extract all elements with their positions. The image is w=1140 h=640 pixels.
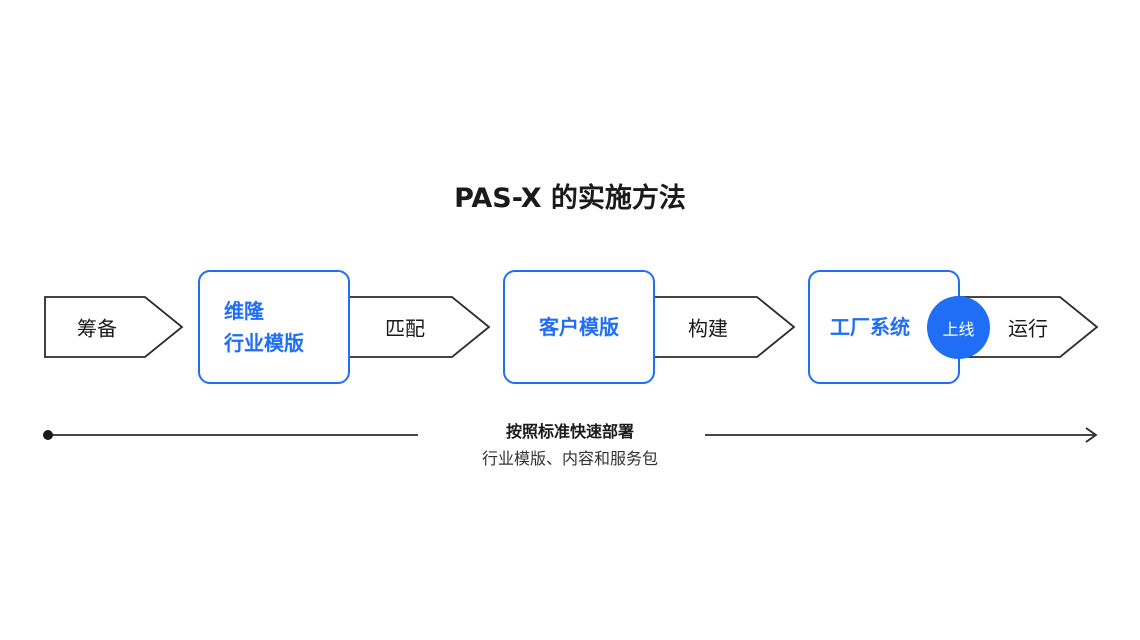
stage-box-customer-template: 客户模版 xyxy=(503,270,655,384)
stage-box-label: 工厂系统 xyxy=(830,315,910,339)
stage-box-label: 客户模版 xyxy=(539,315,619,339)
stage-box-line-2: 行业模版 xyxy=(224,331,304,355)
stage-box-industry-template: 维隆 行业模版 xyxy=(198,270,350,384)
timeline-arrow-head xyxy=(1085,427,1098,443)
step-label-prepare: 筹备 xyxy=(77,316,117,341)
page-title: PAS-X 的实施方法 xyxy=(454,183,686,214)
step-label-match: 匹配 xyxy=(385,316,425,341)
step-label-run: 运行 xyxy=(1008,316,1048,341)
timeline-start-dot xyxy=(43,430,53,440)
step-arrow-prepare xyxy=(44,296,184,358)
go-live-badge: 上线 xyxy=(927,296,990,359)
stage-box-line-1: 维隆 xyxy=(224,299,264,323)
step-label-build: 构建 xyxy=(688,316,728,341)
timeline-caption: 按照标准快速部署 xyxy=(505,422,634,441)
timeline-subcaption: 行业模版、内容和服务包 xyxy=(481,449,658,468)
